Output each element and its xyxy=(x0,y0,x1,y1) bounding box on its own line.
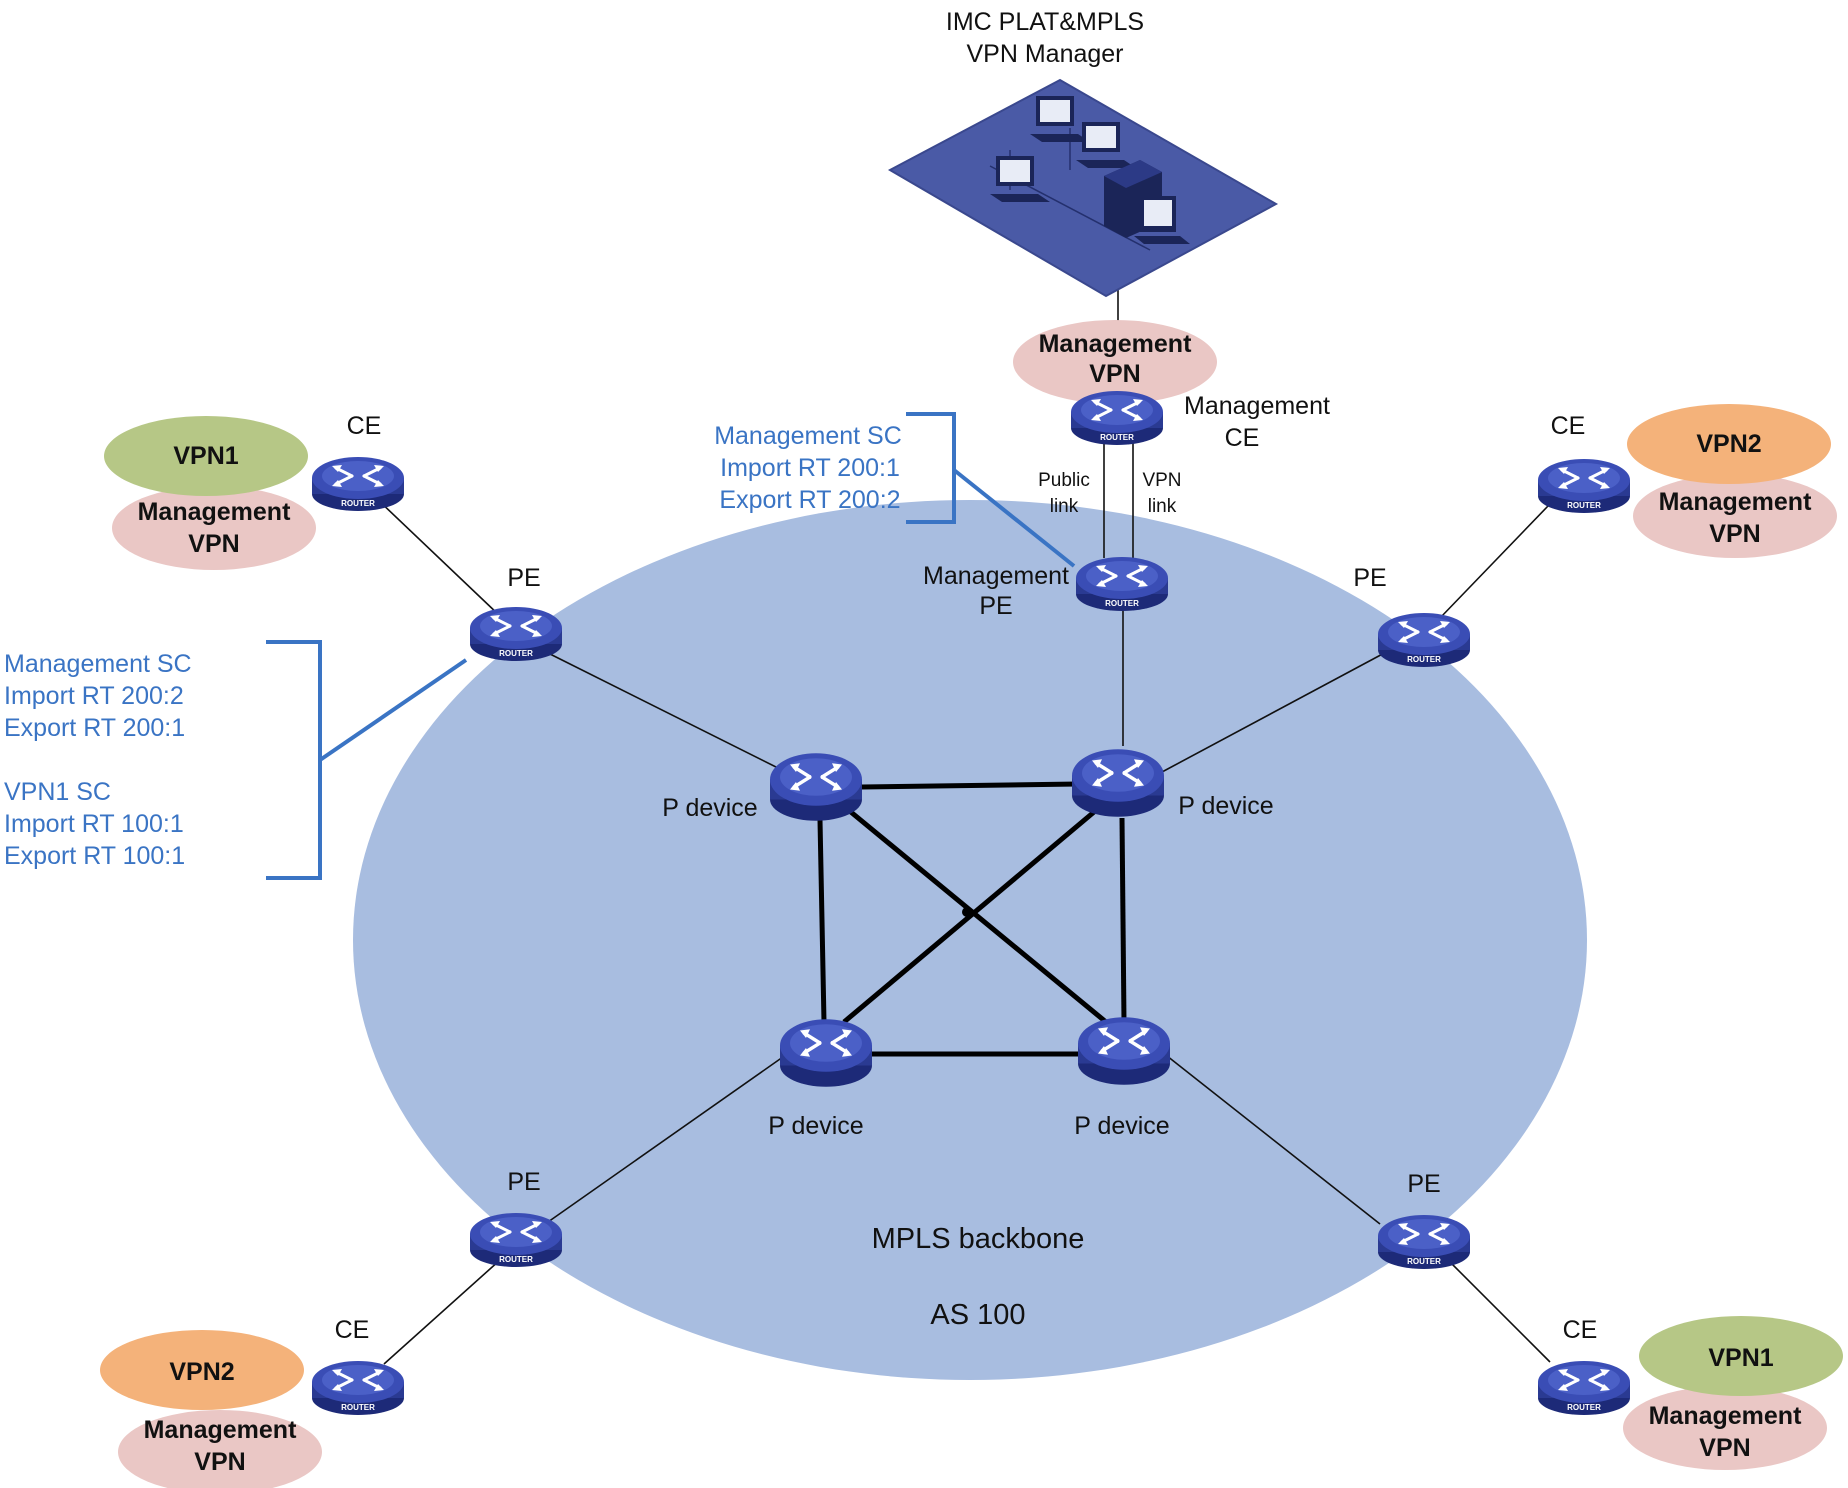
router-icon-pe-bottomleft: ROUTER xyxy=(468,1211,564,1269)
mgmt-vpn-tag-bottomright xyxy=(1623,1386,1827,1470)
mgmt-vpn-bottomleft-line2: VPN xyxy=(194,1448,245,1476)
routers: ROUTER ROUTER ROUTER ROUTER ROUTER ROUTE… xyxy=(310,389,1632,1417)
mgmt-vpn-topright-line1: Management xyxy=(1659,488,1812,516)
vpn1-label-topleft: VPN1 xyxy=(173,442,238,470)
mgmt-pe-label-line2: PE xyxy=(979,592,1012,620)
router-icon-ce-bottomright: ROUTER xyxy=(1536,1359,1632,1417)
mgmt-vpn-tag-bottomleft xyxy=(118,1410,322,1488)
pe-p-topright-line xyxy=(1161,649,1391,773)
router-icon-ce-topleft: ROUTER xyxy=(310,455,406,513)
router-icon-pe-bottomright: ROUTER xyxy=(1376,1213,1472,1271)
mpls-backbone-area xyxy=(353,500,1587,1380)
p-device-label-topright: P device xyxy=(1178,792,1273,820)
ce-pe-topright-line xyxy=(1439,505,1549,619)
mgmt-pe-config-line1: Management SC xyxy=(714,422,902,450)
left-pe-config-line6: Import RT 100:1 xyxy=(4,810,184,838)
router-icon-pe-topright: ROUTER xyxy=(1376,611,1472,669)
ce-pe-topleft-line xyxy=(375,497,501,617)
mgmt-vpn-topright-line2: VPN xyxy=(1709,520,1760,548)
p-device-label-topleft: P device xyxy=(662,794,757,822)
svg-text:ROUTER: ROUTER xyxy=(499,1255,533,1264)
mgmt-vpn-topleft-line2: VPN xyxy=(188,530,239,558)
vpn-link-label-line1: VPN xyxy=(1142,470,1181,491)
svg-text:ROUTER: ROUTER xyxy=(1567,1403,1601,1412)
vpn2-tag-bottomleft xyxy=(100,1330,304,1410)
router-icon-pe-topleft: ROUTER xyxy=(468,605,564,663)
vpn1-tag-bottomright xyxy=(1639,1316,1843,1396)
router-icon-p-topright xyxy=(1070,747,1166,819)
ce-pe-bottomleft-line xyxy=(383,1259,501,1365)
mgmt-ce-label-line1: Management xyxy=(1184,392,1330,420)
pe-p-bottomright-line xyxy=(1161,1051,1381,1225)
backbone-as: AS 100 xyxy=(930,1299,1025,1331)
svg-text:ROUTER: ROUTER xyxy=(499,649,533,658)
ce-label-bottomright: CE xyxy=(1563,1316,1598,1344)
left-pe-config-line7: Export RT 100:1 xyxy=(4,842,185,870)
router-icon-mgmt-ce: ROUTER xyxy=(1069,389,1165,447)
p-device-label-bottomleft: P device xyxy=(768,1112,863,1140)
vpn-manager-platform xyxy=(887,78,1279,298)
svg-text:ROUTER: ROUTER xyxy=(341,499,375,508)
manager-title-line2: VPN Manager xyxy=(966,40,1123,68)
svg-text:ROUTER: ROUTER xyxy=(1567,501,1601,510)
svg-text:ROUTER: ROUTER xyxy=(1407,1257,1441,1266)
pe-label-topright: PE xyxy=(1353,564,1386,592)
ce-label-topleft: CE xyxy=(347,412,382,440)
router-icon-p-bottomleft xyxy=(778,1017,874,1089)
router-icon-ce-topright: ROUTER xyxy=(1536,457,1632,515)
config-brackets xyxy=(266,412,1076,880)
mgmt-vpn-bottomright-line1: Management xyxy=(1649,1402,1802,1430)
router-icon-p-topleft xyxy=(768,751,864,823)
svg-text:ROUTER: ROUTER xyxy=(1105,599,1139,608)
vpn-link-label-line2: link xyxy=(1148,496,1177,517)
svg-text:ROUTER: ROUTER xyxy=(341,1403,375,1412)
pe-label-topleft: PE xyxy=(507,564,540,592)
mgmt-vpn-tag-top xyxy=(1013,320,1217,404)
mgmt-pe-config-line3: Export RT 200:2 xyxy=(719,486,900,514)
left-pe-config-line5: VPN1 SC xyxy=(4,778,111,806)
access-links xyxy=(375,248,1551,1365)
vpn1-label-bottomright: VPN1 xyxy=(1708,1344,1773,1372)
mgmt-vpn-bottomright-line2: VPN xyxy=(1699,1434,1750,1462)
backbone-name: MPLS backbone xyxy=(872,1223,1085,1255)
vpn2-tag-topright xyxy=(1627,404,1831,484)
mgmt-vpn-tag-topright xyxy=(1633,474,1837,558)
pe-label-bottomleft: PE xyxy=(507,1168,540,1196)
svg-text:ROUTER: ROUTER xyxy=(1100,433,1134,442)
mgmt-vpn-top-line1: Management xyxy=(1039,330,1192,358)
ce-pe-bottomright-line xyxy=(1451,1263,1551,1363)
mgmt-vpn-bottomleft-line1: Management xyxy=(144,1416,297,1444)
core-links xyxy=(817,781,1127,1057)
mgmt-vpn-top-line2: VPN xyxy=(1089,360,1140,388)
left-pe-config-line1: Management SC xyxy=(4,650,192,678)
svg-text:ROUTER: ROUTER xyxy=(1407,655,1441,664)
left-pe-config-line3: Export RT 200:1 xyxy=(4,714,185,742)
ce-label-bottomleft: CE xyxy=(335,1316,370,1344)
mgmt-pe-label-line1: Management xyxy=(923,562,1069,590)
pe-label-bottomright: PE xyxy=(1407,1170,1440,1198)
vpn1-tag-topleft xyxy=(104,416,308,496)
mgmt-vpn-topleft-line1: Management xyxy=(138,498,291,526)
p-device-label-bottomright: P device xyxy=(1074,1112,1169,1140)
mgmt-ce-label-line2: CE xyxy=(1225,424,1260,452)
ce-label-topright: CE xyxy=(1551,412,1586,440)
left-pe-config-line2: Import RT 200:2 xyxy=(4,682,184,710)
vpn2-label-bottomleft: VPN2 xyxy=(169,1358,234,1386)
public-link-label-line1: Public xyxy=(1038,470,1090,491)
public-link-label-line2: link xyxy=(1050,496,1079,517)
mgmt-pe-config-line2: Import RT 200:1 xyxy=(720,454,900,482)
mgmt-vpn-tag-topleft xyxy=(112,486,316,570)
vpn-tags xyxy=(100,320,1843,1488)
manager-title-line1: IMC PLAT&MPLS xyxy=(946,8,1144,36)
pe-p-bottomleft-line xyxy=(547,1051,791,1223)
router-icon-p-bottomright xyxy=(1076,1015,1172,1087)
vpn2-label-topright: VPN2 xyxy=(1696,430,1761,458)
router-icon-ce-bottomleft: ROUTER xyxy=(310,1359,406,1417)
pe-p-topleft-line xyxy=(547,652,783,771)
router-icon-mgmt-pe: ROUTER xyxy=(1074,555,1170,613)
